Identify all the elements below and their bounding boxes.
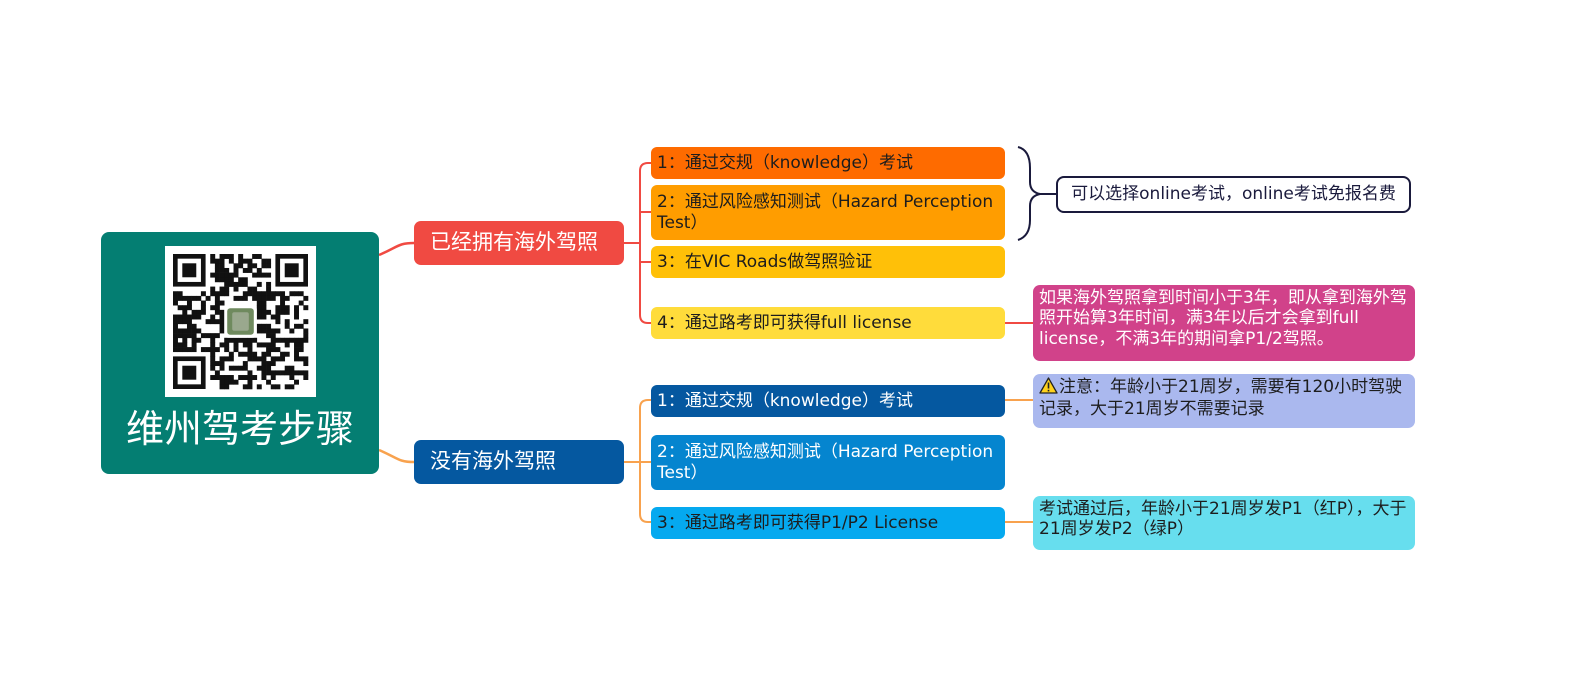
note-driving-hours-text: 注意：年龄小于21周岁，需要有120小时驾驶记录，大于21周岁不需要记录 — [1039, 377, 1403, 420]
branch-no-overseas-license[interactable]: 没有海外驾照 — [414, 440, 624, 484]
note-p1-p2[interactable]: 考试通过后，年龄小于21周岁发P1（红P），大于21周岁发P2（绿P） — [1033, 496, 1415, 550]
note-driving-hours[interactable]: 注意：年龄小于21周岁，需要有120小时驾驶记录，大于21周岁不需要记录 — [1033, 374, 1415, 428]
step-b2-hazard-perception[interactable]: 2：通过风险感知测试（Hazard Perception Test） — [651, 435, 1005, 490]
step-b3-road-test-p[interactable]: 3：通过路考即可获得P1/P2 License — [651, 507, 1005, 539]
bracket-brace — [1017, 146, 1041, 241]
note-under-3-years[interactable]: 如果海外驾照拿到时间小于3年，即从拿到海外驾照开始算3年时间，满3年以后才会拿到… — [1033, 285, 1415, 361]
connector-branch-2-steps — [624, 399, 651, 523]
step-a3-license-verification[interactable]: 3：在VIC Roads做驾照验证 — [651, 246, 1005, 278]
connector-root-branch-1 — [378, 241, 415, 257]
root-title: 维州驾考步骤 — [125, 407, 354, 451]
warning-icon — [1039, 377, 1058, 399]
root-topic[interactable]: 维州驾考步骤 — [101, 232, 379, 474]
connector-root-branch-2 — [378, 448, 415, 464]
connector-branch-1-steps — [624, 162, 651, 324]
step-a2-hazard-perception[interactable]: 2：通过风险感知测试（Hazard Perception Test） — [651, 185, 1005, 240]
bracket-note-online[interactable]: 可以选择online考试，online考试免报名费 — [1056, 176, 1411, 213]
step-a1-knowledge-test[interactable]: 1：通过交规（knowledge）考试 — [651, 147, 1005, 179]
qr-code-image — [165, 246, 316, 397]
step-a4-road-test-full[interactable]: 4：通过路考即可获得full license — [651, 307, 1005, 339]
branch-has-overseas-license[interactable]: 已经拥有海外驾照 — [414, 221, 624, 265]
step-b1-knowledge-test[interactable]: 1：通过交规（knowledge）考试 — [651, 385, 1005, 417]
